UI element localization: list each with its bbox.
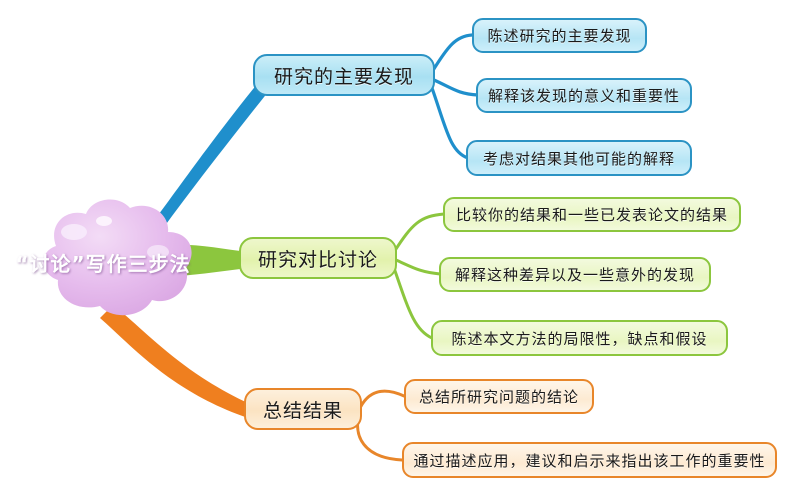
leaf-node-state-main-findings[interactable]: 陈述研究的主要发现	[472, 18, 647, 53]
branch-node-summary[interactable]: 总结结果	[244, 388, 362, 430]
leaf-node-summarize-conclusions[interactable]: 总结所研究问题的结论	[404, 379, 594, 414]
blue-sub-connectors	[430, 33, 480, 160]
root-cloud-shape	[43, 199, 192, 316]
leaf-node-explain-differences[interactable]: 解释这种差异以及一些意外的发现	[439, 257, 711, 292]
leaf-node-state-limitations[interactable]: 陈述本文方法的局限性，缺点和假设	[431, 320, 728, 356]
leaf-node-highlight-importance[interactable]: 通过描述应用，建议和启示来指出该工作的重要性	[402, 442, 777, 478]
leaf-node-alternative-explanations[interactable]: 考虑对结果其他可能的解释	[466, 140, 692, 176]
leaf-node-compare-published-results[interactable]: 比较你的结果和一些已发表论文的结果	[443, 197, 741, 232]
branch-node-research-findings[interactable]: 研究的主要发现	[253, 54, 435, 96]
orange-sub-connectors	[356, 389, 406, 462]
leaf-node-explain-significance[interactable]: 解释该发现的意义和重要性	[476, 78, 692, 113]
green-sub-connectors	[392, 212, 446, 340]
branch-node-comparative-discussion[interactable]: 研究对比讨论	[239, 237, 397, 279]
branch-connector-orange	[100, 305, 250, 418]
